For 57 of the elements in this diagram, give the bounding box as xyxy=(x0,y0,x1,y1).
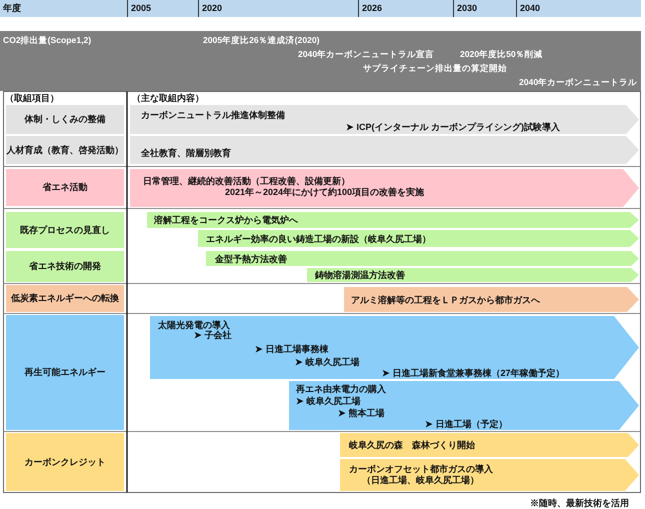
milestone-text: サプライチェーン排出量の算定開始 xyxy=(363,63,507,73)
header-cell: 2040 xyxy=(516,0,641,17)
activity-text: カーボンオフセット都市ガスの導入 xyxy=(349,464,493,474)
arrow-band xyxy=(198,230,639,247)
activity-text: アルミ溶解等の工程をＬＰガスから都市ガスへ xyxy=(351,295,540,305)
category-box: 既存プロセスの見直し xyxy=(6,212,124,248)
activity-text: 岐阜久尻の森 森林づくり開始 xyxy=(349,440,475,450)
arrow-band xyxy=(344,287,639,312)
arrow-band xyxy=(289,381,639,430)
arrow-band xyxy=(150,316,639,379)
activity-text: エネルギー効率の良い鋳造工場の新設（岐阜久尻工場） xyxy=(206,234,431,244)
row-heading: CO2排出量(Scope1,2) xyxy=(3,35,92,45)
arrow-band xyxy=(340,459,639,491)
activity-text: ➤ ICP(インターナル カーボンプライシング)試験導入 xyxy=(346,122,560,132)
column-heading: （主な取組内容） xyxy=(132,92,204,102)
category-box: 人材育成（教育、啓発活動） xyxy=(6,136,124,164)
header-cell: 年度 xyxy=(0,0,127,17)
activity-text: 溶解工程をコークス炉から電気炉へ xyxy=(154,215,298,225)
category-box: 省エネ技術の開発 xyxy=(6,251,124,282)
activity-text: ➤ 熊本工場 xyxy=(338,408,385,418)
activity-text: 日常管理、継続的改善活動（工程改善、設備更新） xyxy=(143,176,350,186)
activity-text: カーボンニュートラル推進体制整備 xyxy=(141,110,285,120)
category-box: 再生可能エネルギー xyxy=(6,315,124,430)
header-cell: 2030 xyxy=(453,0,516,17)
category-box: 体制・しくみの整備 xyxy=(6,105,124,134)
activity-text: 鋳物溶湯測温方法改善 xyxy=(315,270,405,280)
activity-text: ➤ 日進工場新食堂兼事務棟（27年稼働予定） xyxy=(382,368,565,378)
activity-text: ➤ 日進工場（予定） xyxy=(425,418,508,428)
arrow-band xyxy=(130,105,639,134)
emission-band xyxy=(0,31,641,91)
arrow-band xyxy=(340,433,639,457)
activity-text: ➤ 日進工場事務棟 xyxy=(255,344,329,354)
category-box: 省エネ活動 xyxy=(6,169,124,206)
milestone-text: 2040年カーボンニュートラル宣言 xyxy=(298,49,434,59)
activity-text: 再エネ由来電力の購入 xyxy=(296,384,386,394)
activity-text: 全社教育、階層別教育 xyxy=(141,148,231,158)
milestone-text: 2020年度比50％削減 xyxy=(460,49,543,59)
activity-text: 太陽光発電の導入 xyxy=(158,320,230,330)
milestone-text: 2005年度比26％達成済(2020) xyxy=(203,34,320,44)
activity-text: （日進工場、岐阜久尻工場） xyxy=(362,475,479,485)
header-cell: 2026 xyxy=(358,0,453,17)
category-box: 低炭素エネルギーへの転換 xyxy=(6,285,124,312)
milestone-text: 2040年カーボンニュートラル xyxy=(519,77,638,87)
arrow-band xyxy=(307,268,639,282)
activity-text: ➤ 岐阜久尻工場 xyxy=(295,357,360,367)
column-heading: （取組項目） xyxy=(5,92,59,102)
activity-text: 2021年～2024年にかけて約100項目の改善を実施 xyxy=(225,187,424,197)
category-box: カーボンクレジット xyxy=(6,433,124,491)
header-cell: 2020 xyxy=(198,0,358,17)
arrow-band xyxy=(130,136,639,164)
arrow-band xyxy=(206,251,639,266)
arrow-band xyxy=(130,169,639,207)
arrow-band xyxy=(147,212,639,228)
activity-text: ➤ 子会社 xyxy=(194,330,232,340)
header-cell: 2005 xyxy=(127,0,198,17)
activity-text: ➤ 岐阜久尻工場 xyxy=(296,396,361,406)
activity-text: 金型予熱方法改善 xyxy=(215,254,287,264)
